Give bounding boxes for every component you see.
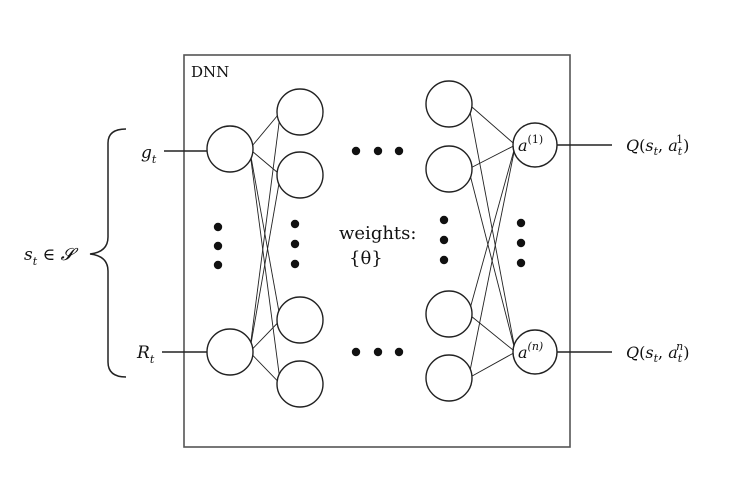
- input-node-g: [206, 125, 254, 173]
- edge-input-hidden1: [249, 351, 281, 385]
- ellipsis-bottom-horizontal: [351, 347, 404, 357]
- weights-label: weights:: [339, 223, 416, 244]
- hidden1-node: [276, 296, 324, 344]
- input-node-r: [206, 328, 254, 376]
- edge-input-hidden1: [249, 148, 281, 176]
- edge-input-hidden1: [249, 111, 281, 353]
- dnn-box: [183, 54, 571, 448]
- edge-hidden2-output: [468, 144, 516, 315]
- output-q-label-1: Q(st, at1): [626, 133, 689, 158]
- hidden1-node-bottom: [276, 360, 324, 408]
- output-q-label-n: Q(st, atn): [626, 340, 690, 365]
- output-node-label-n: a(n): [518, 340, 543, 362]
- weights-symbol: {θ}: [349, 248, 383, 269]
- edge-input-hidden1: [249, 319, 281, 353]
- input-label-r: Rt: [136, 343, 155, 366]
- ellipsis-output-vertical: [516, 218, 526, 268]
- hidden1-node-top: [276, 88, 324, 136]
- state-label: st ∈ 𝓢: [24, 245, 79, 268]
- hidden2-node-top: [425, 80, 473, 128]
- output-node-1: [512, 122, 558, 168]
- edge-hidden2-output: [468, 144, 516, 379]
- output-node-label-1: a(1): [518, 133, 543, 155]
- edge-hidden2-output: [468, 313, 516, 353]
- ellipsis-top-horizontal: [351, 146, 404, 156]
- hidden2-node-bottom: [425, 354, 473, 402]
- hidden2-node: [425, 290, 473, 338]
- ellipsis-hidden2-vertical: [439, 215, 449, 265]
- edge-hidden2-output: [468, 144, 516, 170]
- dnn-label: DNN: [191, 63, 229, 81]
- state-brace: [89, 128, 127, 378]
- hidden1-node: [276, 151, 324, 199]
- hidden2-node: [425, 145, 473, 193]
- edge-input-hidden1: [249, 174, 281, 353]
- edge-hidden2-output: [468, 103, 516, 146]
- input-label-g: gt: [141, 143, 157, 166]
- connection-edges: [249, 103, 516, 385]
- ellipsis-hidden1-vertical: [290, 219, 300, 269]
- edge-input-hidden1: [249, 111, 281, 150]
- edge-hidden2-output: [468, 351, 516, 379]
- edge-input-hidden1: [249, 148, 281, 385]
- output-node-n: [512, 329, 558, 375]
- ellipsis-input-vertical: [213, 222, 223, 270]
